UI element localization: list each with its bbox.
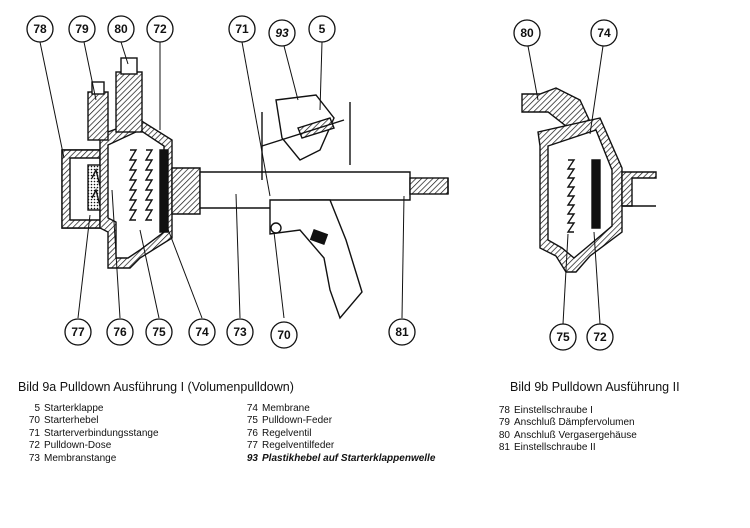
svg-text:74: 74 [195, 325, 209, 339]
damper-volume-connector [87, 91, 109, 141]
lever-slot [309, 229, 329, 245]
callout-76: 76 [106, 318, 134, 346]
carb-housing-connector [115, 71, 143, 133]
figure-a-drawing [61, 57, 449, 320]
pulldown-spring-2 [144, 149, 154, 221]
svg-text:80: 80 [114, 22, 128, 36]
svg-text:93: 93 [275, 26, 289, 40]
svg-text:75: 75 [152, 325, 166, 339]
figure-b-drawing [521, 87, 657, 273]
callout-78: 78 [26, 15, 54, 43]
fig-b-flange [621, 171, 657, 207]
callout-b-72: 72 [586, 323, 614, 351]
svg-text:70: 70 [277, 328, 291, 342]
svg-text:77: 77 [71, 325, 85, 339]
fig-b-top-connector [521, 87, 594, 127]
figure-b-leaders [527, 45, 604, 325]
callout-77: 77 [64, 318, 92, 346]
damper-connector-tip [91, 81, 105, 95]
svg-text:76: 76 [113, 325, 127, 339]
svg-text:74: 74 [597, 26, 611, 40]
svg-text:5: 5 [319, 22, 326, 36]
callout-71: 71 [228, 15, 256, 43]
figure-a-leaders [39, 41, 405, 319]
svg-text:72: 72 [593, 330, 607, 344]
callout-5: 5 [308, 15, 336, 43]
callout-75: 75 [145, 318, 173, 346]
callout-70: 70 [270, 321, 298, 349]
svg-text:78: 78 [33, 22, 47, 36]
svg-text:72: 72 [153, 22, 167, 36]
callout-81: 81 [388, 318, 416, 346]
diaphragm-housing-inner [107, 129, 165, 259]
callout-b-80: 80 [513, 19, 541, 47]
lever-pivot [270, 222, 282, 234]
housing-right-flange [171, 167, 201, 215]
callout-73: 73 [226, 318, 254, 346]
adjust-screw-ii [409, 177, 449, 195]
starter-flap [297, 117, 335, 139]
callout-b-74: 74 [590, 19, 618, 47]
callout-80: 80 [107, 15, 135, 43]
callout-72: 72 [146, 15, 174, 43]
figure-a-caption: Bild 9a Pulldown Ausführung I (Volumenpu… [18, 380, 294, 394]
svg-text:81: 81 [395, 325, 409, 339]
diaphragm [159, 149, 169, 233]
svg-text:80: 80 [520, 26, 534, 40]
figure-b-caption: Bild 9b Pulldown Ausführung II [510, 380, 680, 394]
fig-b-spring [566, 159, 576, 233]
svg-text:71: 71 [235, 22, 249, 36]
fig-b-diaphragm [591, 159, 601, 229]
callout-93: 93 [268, 19, 296, 47]
pulldown-spring [128, 149, 138, 221]
carb-connector-tip [120, 57, 138, 75]
callout-b-75: 75 [549, 323, 577, 351]
svg-text:73: 73 [233, 325, 247, 339]
callout-74: 74 [188, 318, 216, 346]
svg-text:75: 75 [556, 330, 570, 344]
svg-text:79: 79 [75, 22, 89, 36]
callout-79: 79 [68, 15, 96, 43]
starter-lever [269, 199, 363, 320]
